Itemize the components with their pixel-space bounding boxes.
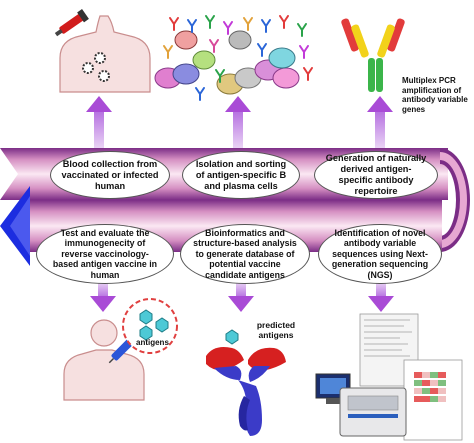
up-arrow-1: [86, 96, 112, 148]
predicted-antigens-label: predicted antigens: [256, 320, 296, 340]
virus-icon: [82, 52, 110, 82]
step-ngs-identification: Identification of novel antibody variabl…: [318, 224, 442, 284]
heatmap-grid: [414, 372, 446, 402]
pcr-label: Multiplex PCR amplification of antibody …: [402, 76, 468, 114]
step-bioinformatics: Bioinformatics and structure-based analy…: [180, 224, 310, 284]
step-test-evaluate: Test and evaluate the immunogenecity of …: [36, 224, 174, 284]
step-blood-collection: Blood collection from vaccinated or infe…: [50, 151, 170, 199]
b-cells-cluster: [154, 30, 300, 95]
antigen-callout-circle: [122, 298, 178, 354]
antigen-antibody-structure: [206, 329, 286, 436]
human-vaccine-figure: [63, 298, 178, 401]
step-isolation-sorting: Isolation and sorting of antigen-specifi…: [182, 151, 300, 199]
down-arrow-3: [368, 282, 394, 312]
sequencer-machine: [339, 387, 407, 437]
antibodies-scatter: [163, 15, 313, 101]
up-arrow-3: [367, 96, 393, 148]
down-arrow-2: [228, 282, 254, 312]
step-repertoire-generation: Generation of naturally derived antigen-…: [314, 151, 438, 199]
u-turn-band: [440, 148, 470, 252]
antibody-y-icon: [341, 18, 405, 92]
up-arrow-2: [225, 96, 251, 148]
antigens-label: antigens: [136, 338, 169, 347]
antigen-icon: [225, 329, 239, 345]
human-vaccinated-figure: [54, 9, 151, 93]
ngs-sequencing-equipment: [315, 313, 463, 441]
antigen-icon: [139, 309, 169, 341]
flashlight-icon: [54, 9, 89, 37]
down-arrow-1: [90, 282, 116, 312]
